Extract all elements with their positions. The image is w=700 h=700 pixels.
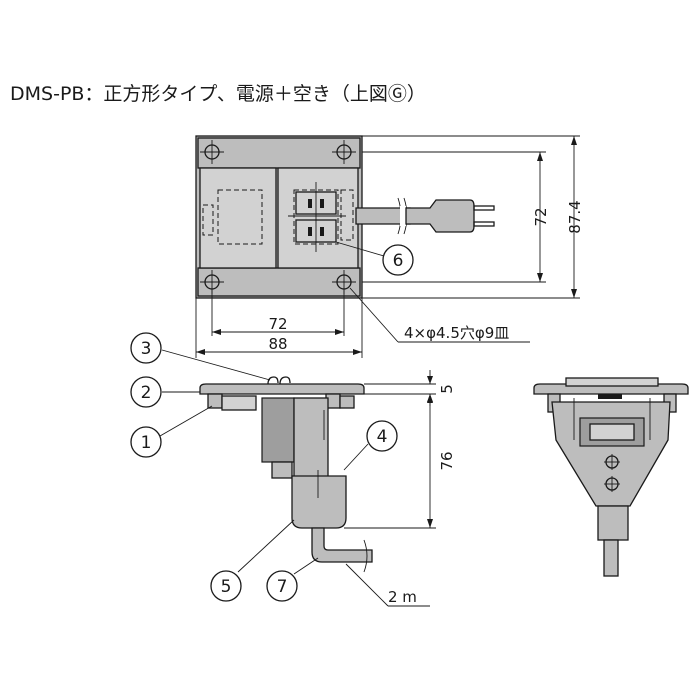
callout-circle-7 <box>266 570 298 602</box>
callout-circle-4 <box>366 420 398 452</box>
front-mechanism-window <box>589 423 635 441</box>
callout-1: 1 <box>141 433 152 453</box>
callout-leader <box>159 405 213 437</box>
outlet-slot <box>320 227 324 236</box>
callout-circle-1 <box>130 426 162 458</box>
side-view: 5 76 2 m 3 2 1 4 5 7 <box>130 332 456 607</box>
screw-hole <box>332 140 356 164</box>
lower-box <box>291 475 347 529</box>
cord-exit <box>311 527 373 563</box>
screw-hole <box>200 140 224 164</box>
front-cord <box>603 539 619 577</box>
callout-leader <box>161 349 271 381</box>
outlet-housing <box>261 397 295 463</box>
hinge-clip <box>267 376 279 385</box>
blank-panel <box>199 167 277 269</box>
cord-length-label: 2 m <box>388 588 417 606</box>
callout-circle-5 <box>210 570 242 602</box>
screw-boss <box>271 461 293 479</box>
callout-2: 2 <box>141 383 152 403</box>
cover-frame <box>293 397 329 479</box>
front-cord-boss <box>597 505 629 541</box>
dim-inner-height: 72 <box>532 207 550 226</box>
callout-4: 4 <box>377 427 388 447</box>
outlet-panel <box>277 167 359 269</box>
left-hidden-tab <box>202 204 214 236</box>
plug-body <box>405 199 475 233</box>
flange-plate <box>199 383 365 395</box>
power-cord <box>355 197 495 235</box>
blank-hidden-outline <box>217 189 263 245</box>
outlet-slot <box>308 199 312 208</box>
right-hidden-tab <box>340 189 354 241</box>
callout-leader <box>343 443 369 471</box>
plug-prong <box>473 221 495 227</box>
hinge-clip <box>279 376 291 385</box>
dim-inner-width: 72 <box>268 315 287 333</box>
callout-5: 5 <box>221 577 232 597</box>
callout-circle-6 <box>382 244 414 276</box>
drawing-title: DMS-PB：正方形タイプ、電源＋空き（上図Ⓖ） <box>10 83 426 105</box>
callout-leader <box>335 241 385 257</box>
mount-clip-right-outer <box>339 395 355 409</box>
mount-clip-left <box>207 393 223 409</box>
callout-6: 6 <box>393 251 404 271</box>
front-lid <box>565 377 659 387</box>
front-view <box>533 377 689 577</box>
dim-outer-height: 87.4 <box>566 200 584 233</box>
plug-prong <box>473 205 495 211</box>
cord-leader <box>345 563 389 607</box>
dim-body-depth: 76 <box>438 451 456 470</box>
front-latch <box>598 394 622 399</box>
callout-circle-2 <box>130 376 162 408</box>
dim-outer-width: 88 <box>268 335 287 353</box>
callout-leader <box>237 519 295 573</box>
callout-circle-3 <box>130 332 162 364</box>
callout-3: 3 <box>141 339 152 359</box>
dim-flange-thickness: 5 <box>438 384 456 394</box>
top-plate-upper-bar <box>197 137 361 169</box>
outlet-slot <box>320 199 324 208</box>
hole-spec-label: 4×φ4.5穴φ9皿 <box>404 324 509 342</box>
mount-bracket <box>221 395 257 411</box>
cord-break <box>363 539 368 573</box>
outlet-slot <box>308 227 312 236</box>
callout-leader <box>293 557 319 575</box>
hole-leader-line <box>349 287 399 343</box>
callout-7: 7 <box>277 577 288 597</box>
top-view: 72 87.4 72 88 4×φ4.5穴φ9皿 6 <box>195 135 584 358</box>
